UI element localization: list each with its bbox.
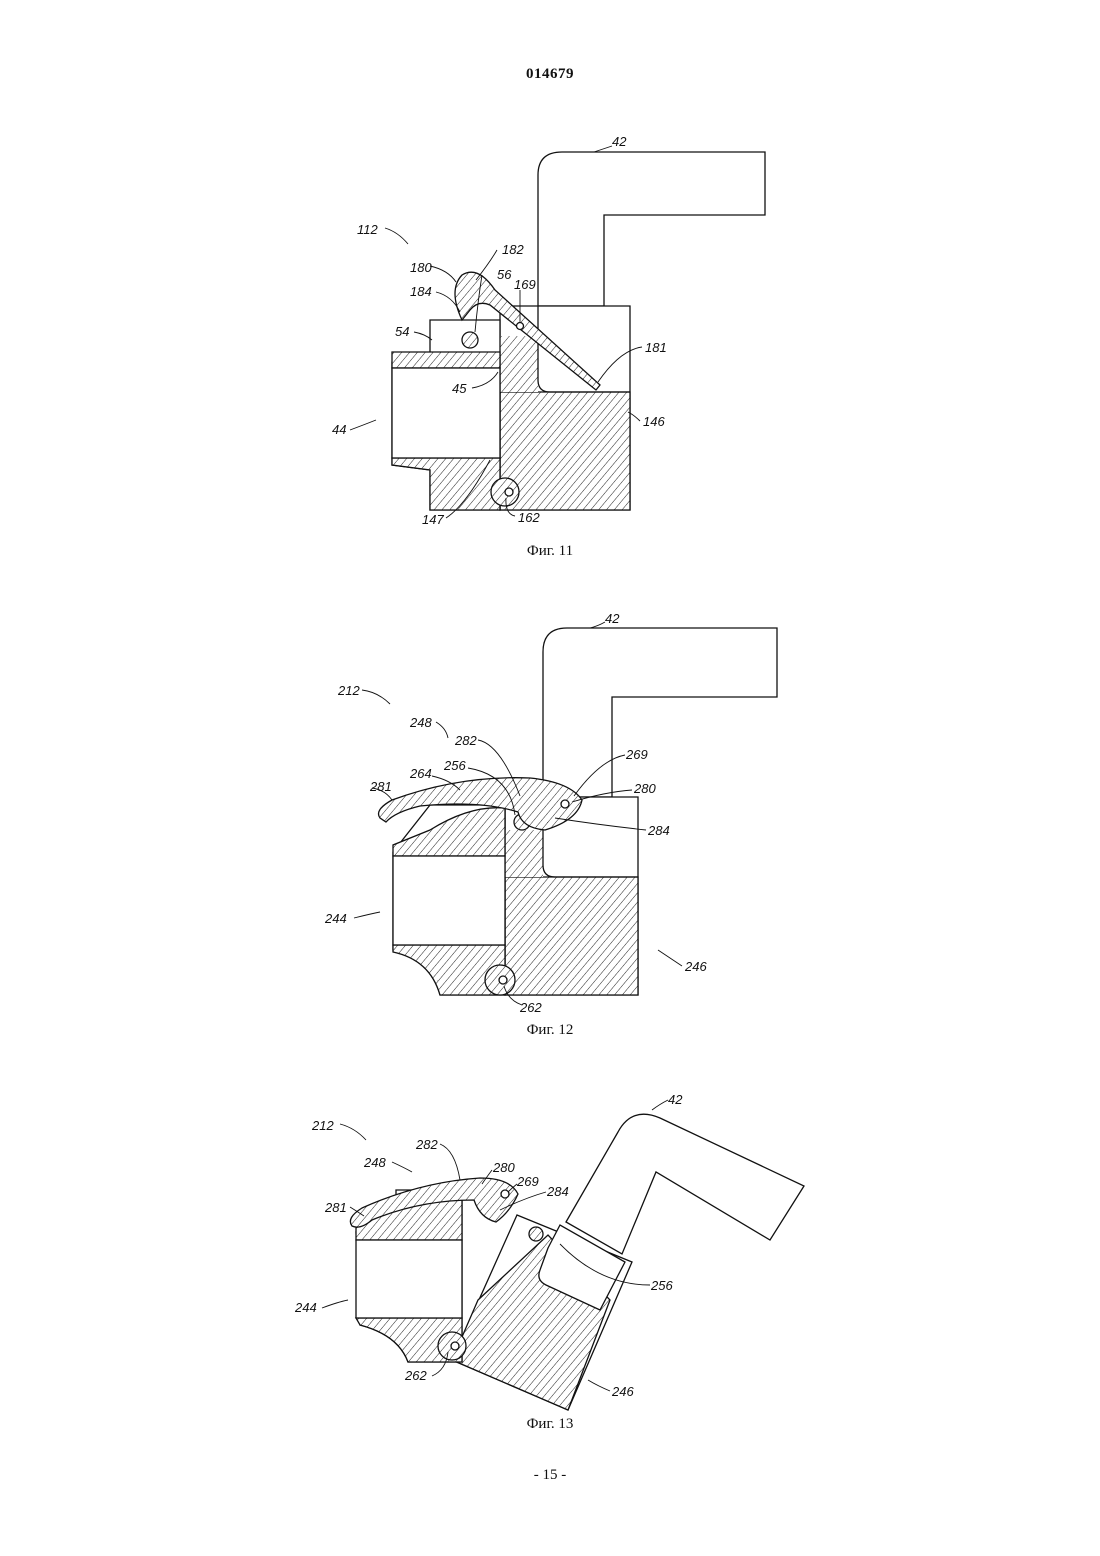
fig12-label-264: 264 xyxy=(409,766,432,781)
fig12-pipe xyxy=(543,628,777,797)
fig11-pipe xyxy=(538,152,765,306)
figure-12-caption: Фиг. 12 xyxy=(0,1022,1100,1039)
fig13-label-262: 262 xyxy=(404,1368,427,1383)
fig12-label-244: 244 xyxy=(324,911,347,926)
fig12-label-281: 281 xyxy=(369,779,392,794)
fig12-label-269: 269 xyxy=(625,747,648,762)
fig12-label-42: 42 xyxy=(605,611,620,626)
fig13-label-246: 246 xyxy=(611,1384,634,1399)
fig11-label-42: 42 xyxy=(612,134,627,149)
fig13-label-282: 282 xyxy=(415,1137,438,1152)
fig12-label-282: 282 xyxy=(454,733,477,748)
fig13-label-256: 256 xyxy=(650,1278,673,1293)
fig12-label-280: 280 xyxy=(633,781,656,796)
fig13-label-269: 269 xyxy=(516,1174,539,1189)
fig12-label-262: 262 xyxy=(519,1000,542,1015)
fig13-label-212: 212 xyxy=(311,1118,334,1133)
figure-12-drawing: 42 212 248 282 269 281 264 256 280 284 2… xyxy=(324,611,777,1015)
figure-11-caption: Фиг. 11 xyxy=(0,543,1100,560)
fig11-label-44: 44 xyxy=(332,422,346,437)
fig12-label-212: 212 xyxy=(337,683,360,698)
fig11-label-56: 56 xyxy=(497,267,512,282)
fig12-label-246: 246 xyxy=(684,959,707,974)
figure-11-drawing: 42 112 182 180 56 169 184 54 181 45 146 … xyxy=(332,134,765,527)
fig12-label-248: 248 xyxy=(409,715,432,730)
figure-13-drawing: 42 212 282 280 248 269 284 281 256 244 2… xyxy=(294,1092,804,1410)
fig11-label-146: 146 xyxy=(643,414,665,429)
fig11-label-180: 180 xyxy=(410,260,432,275)
fig13-label-248: 248 xyxy=(363,1155,386,1170)
fig11-label-147: 147 xyxy=(422,512,444,527)
fig11-label-182: 182 xyxy=(502,242,524,257)
fig13-pipe xyxy=(566,1114,804,1254)
fig11-label-181: 181 xyxy=(645,340,667,355)
fig11-label-162: 162 xyxy=(518,510,540,525)
fig11-label-112: 112 xyxy=(357,222,378,237)
fig13-label-284: 284 xyxy=(546,1184,569,1199)
fig13-label-42: 42 xyxy=(668,1092,683,1107)
fig11-label-169: 169 xyxy=(514,277,536,292)
fig11-label-184: 184 xyxy=(410,284,432,299)
fig13-label-281: 281 xyxy=(324,1200,347,1215)
fig11-label-54: 54 xyxy=(395,324,409,339)
fig12-label-284: 284 xyxy=(647,823,670,838)
figure-13-caption: Фиг. 13 xyxy=(0,1416,1100,1433)
fig11-label-45: 45 xyxy=(452,381,467,396)
page-number: - 15 - xyxy=(0,1467,1100,1484)
fig13-label-244: 244 xyxy=(294,1300,317,1315)
fig12-label-256: 256 xyxy=(443,758,466,773)
fig13-label-280: 280 xyxy=(492,1160,515,1175)
fig12-body-hatched xyxy=(505,877,638,995)
